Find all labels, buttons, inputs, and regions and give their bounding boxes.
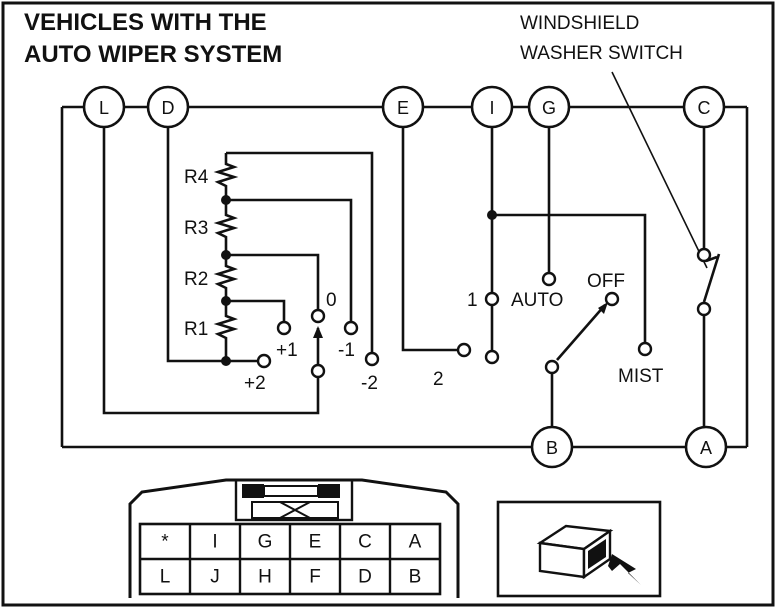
- switch-mist-label: MIST: [618, 366, 664, 387]
- switch-2-label: 2: [433, 369, 444, 390]
- connector-pin: *: [161, 532, 169, 553]
- position-minus2-label: -2: [361, 373, 378, 394]
- switch-auto-label: AUTO: [511, 290, 563, 311]
- svg-text:A: A: [700, 438, 712, 458]
- node-A: A: [684, 425, 728, 469]
- node-I: I: [470, 85, 514, 129]
- svg-text:B: B: [546, 438, 558, 458]
- connector-pin: J: [210, 567, 220, 588]
- connector-face: [128, 478, 460, 598]
- washer-leader-line: [611, 71, 708, 269]
- slider-arrow-icon: [313, 326, 323, 338]
- node-D: D: [146, 85, 190, 129]
- position-0-label: 0: [326, 290, 337, 311]
- junction-dots: [221, 195, 497, 366]
- svg-text:G: G: [542, 98, 556, 118]
- wires: [60, 105, 749, 449]
- position-plus1-label: +1: [276, 340, 298, 361]
- connector-pin: C: [358, 532, 372, 553]
- washer-label-line-1: WINDSHIELD: [520, 13, 639, 34]
- connector-pin: G: [258, 532, 273, 553]
- svg-text:E: E: [397, 98, 409, 118]
- connector-pin: H: [258, 567, 272, 588]
- node-L: L: [82, 85, 126, 129]
- connector-pin: D: [358, 567, 372, 588]
- resistor-r3-label: R3: [184, 218, 208, 239]
- resistor-r2-label: R2: [184, 269, 208, 290]
- connector-pin: B: [409, 567, 422, 588]
- node-G: G: [527, 85, 571, 129]
- node-B: B: [530, 425, 574, 469]
- svg-text:L: L: [99, 98, 109, 118]
- title-line-2: AUTO WIPER SYSTEM: [24, 41, 282, 68]
- position-minus1-label: -1: [338, 340, 355, 361]
- connector-pin: A: [409, 532, 422, 553]
- switch-off-label: OFF: [587, 271, 625, 292]
- connector-pin: L: [160, 567, 171, 588]
- resistor-r1-label: R1: [184, 319, 208, 340]
- resistor-r4-label: R4: [184, 167, 209, 188]
- node-E: E: [381, 85, 425, 129]
- switch-1-label: 1: [467, 290, 478, 311]
- switch-arrow-icon: [598, 302, 608, 314]
- title-line-1: VEHICLES WITH THE: [24, 9, 267, 36]
- svg-text:C: C: [698, 98, 711, 118]
- connector-pin: F: [309, 567, 321, 588]
- connector-pins: * I G E C A L J H F D B: [160, 532, 422, 588]
- svg-text:I: I: [489, 98, 494, 118]
- locator-arrow-icon: [608, 554, 641, 585]
- connector-locator-inset: [496, 500, 662, 598]
- connector-pin: E: [309, 532, 322, 553]
- connector-pin: I: [212, 532, 217, 553]
- washer-label-line-2: WASHER SWITCH: [520, 43, 683, 64]
- svg-text:D: D: [162, 98, 175, 118]
- switch-contacts: [256, 247, 712, 379]
- position-plus2-label: +2: [244, 373, 266, 394]
- node-C: C: [682, 85, 726, 129]
